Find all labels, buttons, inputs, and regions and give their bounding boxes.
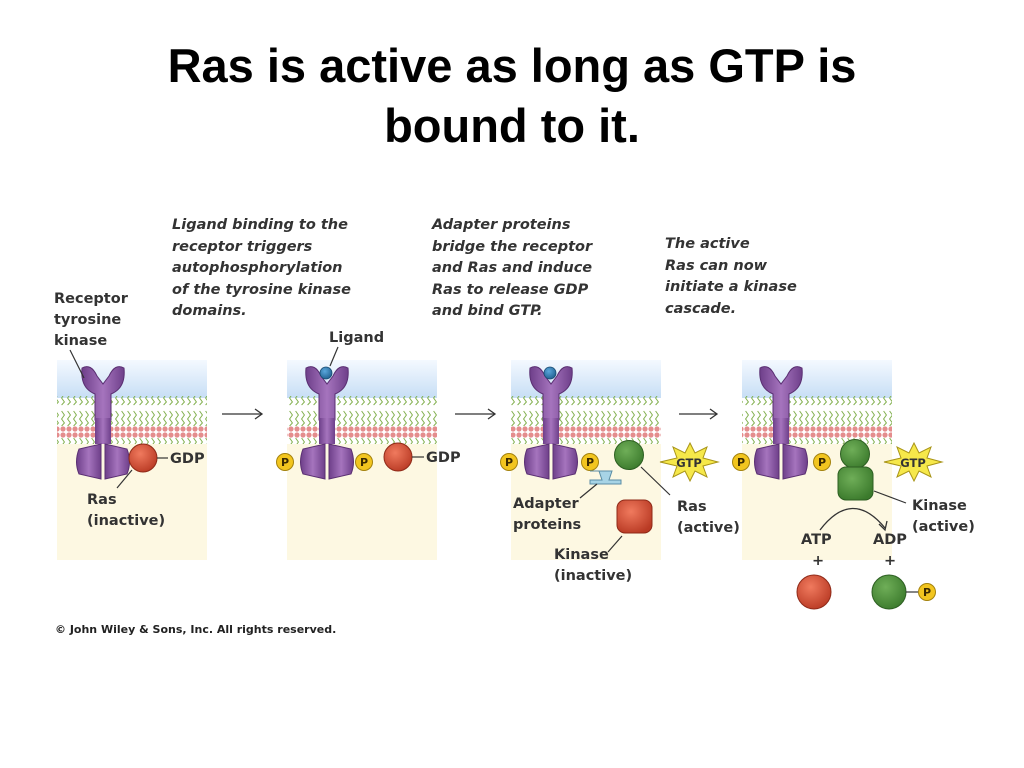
svg-text:bridge the receptor: bridge the receptor <box>432 239 593 255</box>
plasma-membrane <box>57 396 207 444</box>
svg-text:autophosphorylation: autophosphorylation <box>172 260 343 276</box>
leader-line <box>607 535 623 553</box>
svg-text:P: P <box>737 456 745 469</box>
ras-active-protein <box>840 439 870 469</box>
caption-step-2: Adapter proteins bridge the receptor and… <box>431 217 593 319</box>
plasma-membrane <box>511 396 661 444</box>
ras-label: Ras <box>87 492 117 508</box>
step-arrow <box>679 408 719 420</box>
ras-active-protein <box>614 440 644 470</box>
leader-line <box>329 346 339 367</box>
ligand-molecule <box>319 366 333 380</box>
title-line-2: bound to it. <box>384 99 640 152</box>
kinase-active-protein <box>837 466 874 501</box>
extracellular-space <box>57 360 207 398</box>
svg-text:P: P <box>505 456 513 469</box>
plasma-membrane <box>742 396 892 444</box>
svg-text:P: P <box>281 456 289 469</box>
phosphate-group: P <box>276 453 294 471</box>
gdp-label: GDP <box>426 450 461 466</box>
kinase-state-label: (inactive) <box>554 568 632 584</box>
gtp-burst: GTP <box>659 441 720 483</box>
receptor-label-line-2: tyrosine <box>54 312 121 328</box>
svg-text:domains.: domains. <box>172 303 247 319</box>
leader-line <box>579 483 598 499</box>
ras-label: Ras <box>677 499 707 515</box>
kinase-inactive-protein <box>616 499 653 534</box>
phosphate-group: P <box>813 453 831 471</box>
ligand-label: Ligand <box>329 330 384 346</box>
substrate-protein <box>796 574 832 610</box>
ras-state-label: (inactive) <box>87 513 165 529</box>
step-arrow <box>455 408 497 420</box>
phosphate-group: P <box>500 453 518 471</box>
kinase-state-label: (active) <box>912 519 975 535</box>
gdp-label: GDP <box>170 451 205 467</box>
ras-inactive-protein <box>383 442 413 472</box>
phosphate-group: P <box>918 583 936 601</box>
caption-step-3: The active Ras can now initiate a kinase… <box>665 236 797 317</box>
leader-line <box>640 466 671 496</box>
kinase-label: Kinase <box>554 547 609 563</box>
ras-inactive-protein <box>128 443 158 473</box>
svg-text:and bind GTP.: and bind GTP. <box>432 303 543 319</box>
svg-text:P: P <box>923 586 931 599</box>
plasma-membrane <box>287 396 437 444</box>
svg-text:P: P <box>818 456 826 469</box>
receptor-label-line-3: kinase <box>54 333 107 349</box>
svg-text:Ras can now: Ras can now <box>665 258 768 274</box>
ras-state-label: (active) <box>677 520 740 536</box>
receptor-panel-1 <box>76 366 130 480</box>
svg-text:receptor triggers: receptor triggers <box>172 239 313 255</box>
receptor-label-line-1: Receptor <box>54 291 129 307</box>
reaction-arrow <box>819 507 886 531</box>
svg-text:The active: The active <box>665 236 750 252</box>
gtp-burst: GTP <box>883 441 944 483</box>
ligand-molecule <box>543 366 557 380</box>
adapter-protein <box>589 470 622 485</box>
copyright-notice: © John Wiley & Sons, Inc. All rights res… <box>55 623 336 636</box>
title-line-1: Ras is active as long as GTP is <box>167 39 857 92</box>
phosphorylated-substrate-protein <box>871 574 907 610</box>
adapter-label-line-1: Adapter <box>513 496 580 512</box>
leader-line <box>873 490 907 504</box>
svg-text:initiate a kinase: initiate a kinase <box>665 279 797 295</box>
reaction-arrow-head <box>878 520 888 532</box>
svg-text:Ligand binding to the: Ligand binding to the <box>172 217 348 233</box>
atp-label: ATP <box>801 532 832 548</box>
svg-text:cascade.: cascade. <box>665 301 736 317</box>
svg-text:Ras to release GDP: Ras to release GDP <box>432 282 589 298</box>
kinase-label: Kinase <box>912 498 967 514</box>
leader-line <box>116 469 133 489</box>
leader-line <box>69 349 85 379</box>
receptor-panel-2 <box>300 366 354 480</box>
phosphate-group: P <box>732 453 750 471</box>
slide-title: Ras is active as long as GTP is bound to… <box>0 36 1024 156</box>
svg-text:of the tyrosine kinase: of the tyrosine kinase <box>172 282 351 298</box>
svg-text:and Ras and induce: and Ras and induce <box>432 260 592 276</box>
plus-sign: + <box>884 553 896 569</box>
svg-text:Adapter proteins: Adapter proteins <box>431 217 571 233</box>
svg-text:P: P <box>360 456 368 469</box>
svg-text:P: P <box>586 456 594 469</box>
adapter-label-line-2: proteins <box>513 517 581 533</box>
phosphate-group: P <box>581 453 599 471</box>
receptor-panel-4 <box>754 366 808 480</box>
caption-step-1: Ligand binding to the receptor triggers … <box>172 217 351 319</box>
step-arrow <box>222 408 264 420</box>
plus-sign: + <box>812 553 824 569</box>
adp-label: ADP <box>873 532 907 548</box>
gtp-label: GTP <box>676 456 702 470</box>
receptor-panel-3 <box>524 366 578 480</box>
gtp-label: GTP <box>900 456 926 470</box>
phosphate-group: P <box>355 453 373 471</box>
